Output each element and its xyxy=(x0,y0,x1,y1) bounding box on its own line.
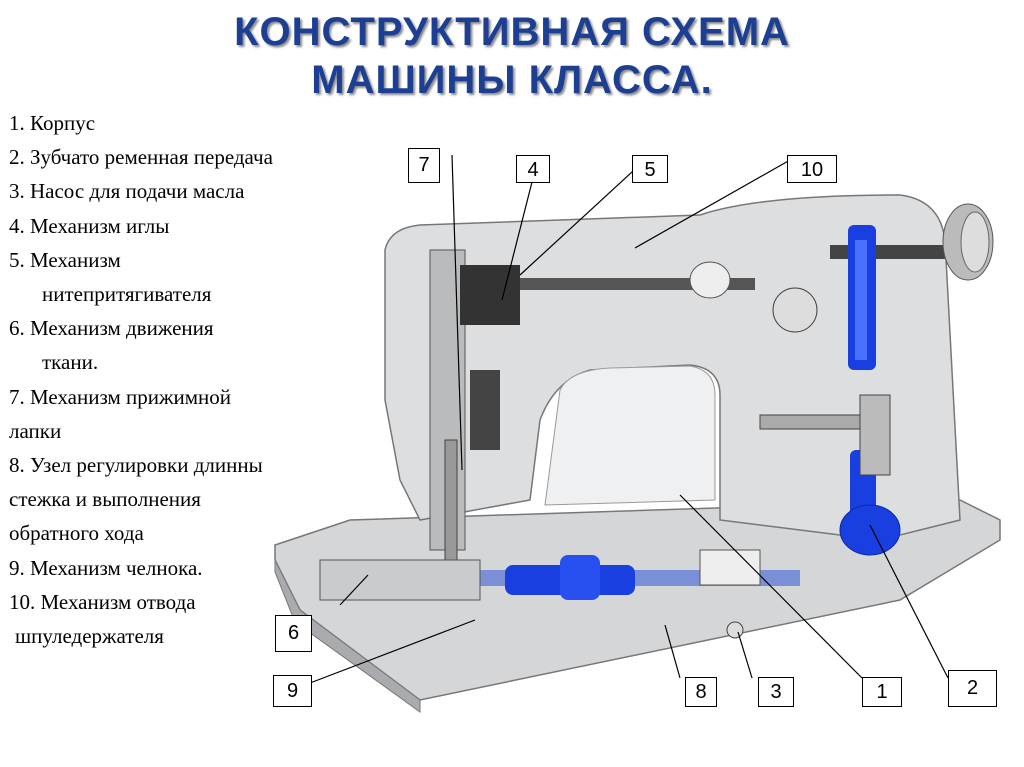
legend-item: шпуледержателя xyxy=(15,624,164,649)
legend-item: 1. Корпус xyxy=(9,111,96,135)
callout-3: 3 xyxy=(758,677,794,707)
legend-item: 4. Механизм иглы xyxy=(9,213,170,238)
main-shaft xyxy=(465,278,755,290)
legend-item: 3. Насос для подачи масла xyxy=(9,179,245,204)
callout-5: 5 xyxy=(632,155,668,183)
legend-item: стежка и выполнения xyxy=(9,487,201,512)
legend-item: нитепритягивателя xyxy=(42,282,212,307)
callout-1: 1 xyxy=(862,677,902,707)
legend-item: обратного хода xyxy=(9,521,144,546)
legend-item: 6. Механизм движения xyxy=(9,316,214,341)
legend-item: 5. Механизм xyxy=(9,247,121,272)
leader-lines xyxy=(309,154,949,684)
callout-9: 9 xyxy=(273,675,312,707)
callout-8: 8 xyxy=(685,677,717,707)
callout-10: 10 xyxy=(787,155,837,183)
callout-4: 4 xyxy=(516,155,550,183)
title-line-1: КОНСТРУКТИВНАЯ СХЕМА xyxy=(234,10,790,54)
legend-item: 8. Узел регулировки длинны xyxy=(9,453,263,478)
legend-item: 9. Механизм челнока. xyxy=(9,555,203,580)
legend-item: ткани. xyxy=(42,350,99,375)
slide-title: КОНСТРУКТИВНАЯ СХЕМА МАШИНЫ КЛАССА. xyxy=(0,8,1024,104)
legend-list: 1. Корпус 2. Зубчато ременная передача 3… xyxy=(9,106,273,653)
callout-6: 6 xyxy=(275,615,312,652)
title-line-2: МАШИНЫ КЛАССА. xyxy=(311,58,713,102)
legend-item: 7. Механизм прижимной xyxy=(9,384,231,409)
callout-2: 2 xyxy=(948,670,997,707)
legend-item: 2. Зубчато ременная передача xyxy=(9,145,273,170)
callout-7: 7 xyxy=(408,148,440,183)
legend-item: 10. Механизм отвода xyxy=(9,589,196,614)
legend-item: лапки xyxy=(9,418,62,443)
